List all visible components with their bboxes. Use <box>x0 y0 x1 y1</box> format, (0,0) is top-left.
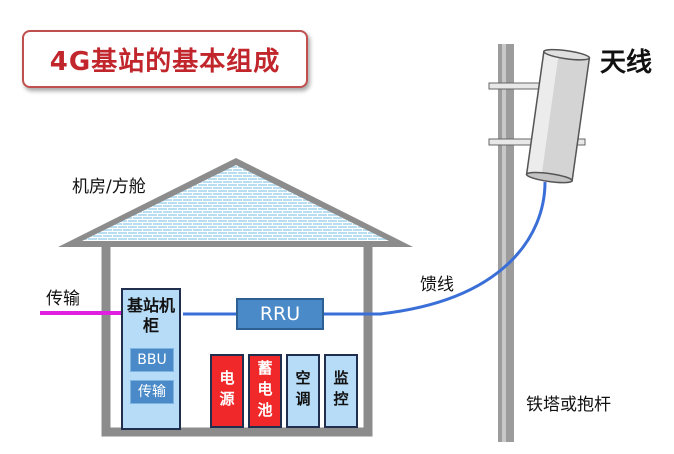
feeder-label: 馈线 <box>420 275 454 295</box>
cabinet-title: 基站机柜 <box>126 296 175 335</box>
transmission-module: 传输 <box>130 380 174 404</box>
feeder-cable <box>379 181 547 316</box>
tower-label: 铁塔或抱杆 <box>526 395 611 415</box>
power-supply-unit: 电源 <box>210 354 244 428</box>
roof-tiles <box>82 165 389 241</box>
tower-pole-highlight <box>502 44 506 442</box>
room-label: 机房/方舱 <box>72 177 146 197</box>
transmission-label: 传输 <box>46 289 80 309</box>
diagram-title: 4G基站的基本组成 <box>49 46 281 77</box>
monitoring-unit: 监控 <box>324 354 358 428</box>
base-station-cabinet: 基站机柜 BBU 传输 <box>121 288 181 430</box>
bbu-module: BBU <box>130 348 174 372</box>
house-walls <box>101 247 373 437</box>
antenna-label: 天线 <box>600 48 653 78</box>
title-box: 4G基站的基本组成 <box>22 30 308 88</box>
battery-unit: 蓄电池 <box>248 354 282 428</box>
air-conditioner-unit: 空调 <box>286 354 320 428</box>
antenna-panel <box>525 48 591 184</box>
rru-unit: RRU <box>236 298 324 330</box>
